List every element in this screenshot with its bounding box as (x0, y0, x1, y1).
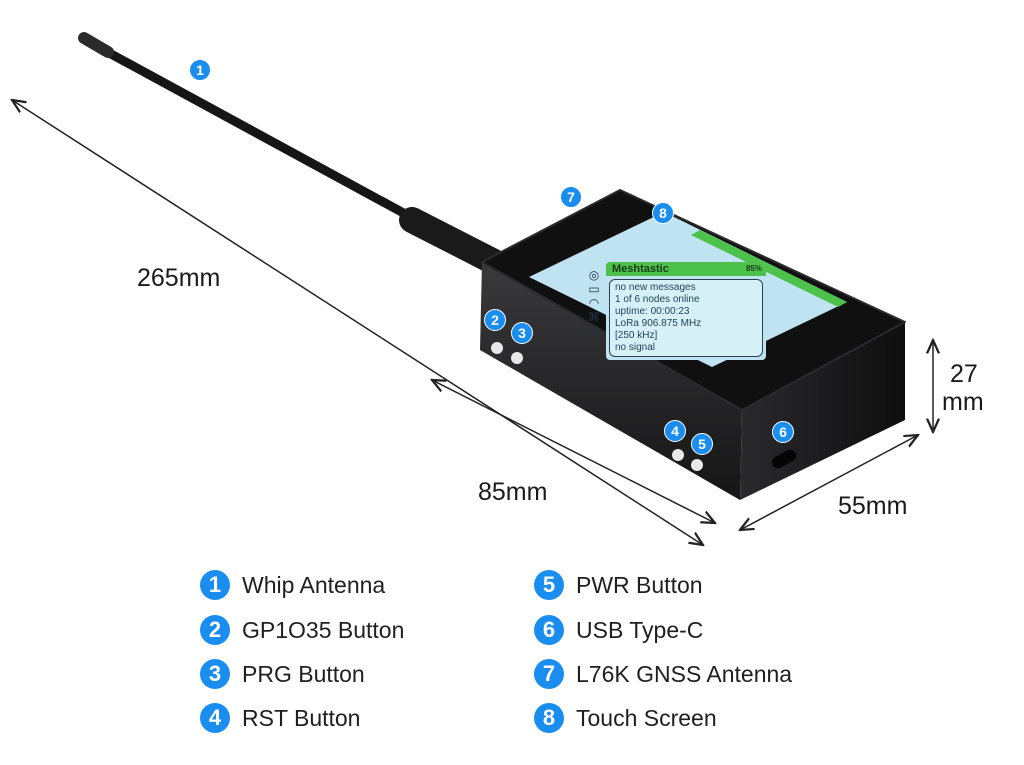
legend-label: PRG Button (242, 660, 365, 687)
dimension-85: 85mm (478, 478, 548, 506)
messages-icon[interactable]: ◠ (588, 296, 600, 310)
lora-bandwidth: [250 kHz] (615, 330, 658, 341)
legend-number: 8 (534, 703, 564, 733)
dimension-line-55 (740, 435, 918, 530)
legend-label: Whip Antenna (242, 571, 386, 598)
legend-label: L76K GNSS Antenna (576, 660, 793, 687)
whip-antenna (78, 32, 513, 278)
legend-number: 2 (200, 615, 230, 645)
legend-label: USB Type-C (576, 616, 704, 643)
status-panel: no new messages 1 of 6 nodes online upti… (609, 279, 763, 357)
legend-item: 5 PWR Button (534, 570, 703, 600)
legend-item: 7 L76K GNSS Antenna (534, 659, 792, 689)
callout-6: 6 (772, 421, 794, 443)
legend-label: RST Button (242, 704, 361, 731)
nodes-icon[interactable]: ▭ (588, 282, 600, 296)
lcd-header-strip (691, 230, 847, 307)
gpio35-button (491, 342, 503, 354)
legend-number: 1 (200, 570, 230, 600)
callout-1: 1 (189, 59, 211, 81)
rst-button (672, 449, 684, 461)
map-icon[interactable]: ⌘ (588, 310, 600, 324)
home-icon[interactable]: ◎ (588, 268, 600, 282)
legend-label: Touch Screen (576, 704, 717, 731)
dimension-265: 265mm (137, 264, 221, 292)
dimension-27-unit: mm (942, 388, 984, 416)
legend-item: 3 PRG Button (200, 659, 365, 689)
dimension-line-85 (432, 380, 715, 523)
screen-tab-bar: ◎ ▭ ◠ ⌘ ☰ (586, 268, 602, 338)
legend-number: 5 (534, 570, 564, 600)
signal-status: no signal (615, 342, 656, 353)
prg-button (511, 352, 523, 364)
callout-4: 4 (664, 420, 686, 442)
callout-2: 2 (484, 309, 506, 331)
legend-number: 4 (200, 703, 230, 733)
callout-3: 3 (511, 322, 533, 344)
dimension-55: 55mm (838, 492, 908, 520)
legend-item: 1 Whip Antenna (200, 570, 385, 600)
callout-8: 8 (652, 202, 674, 224)
battery-level: 85% (745, 264, 762, 273)
legend-label: PWR Button (576, 571, 703, 598)
legend-number: 7 (534, 659, 564, 689)
callout-7: 7 (560, 186, 582, 208)
dimension-27-value: 27 (950, 360, 978, 388)
legend-item: 2 GP1O35 Button (200, 615, 404, 645)
callout-5: 5 (691, 433, 713, 455)
legend-number: 3 (200, 659, 230, 689)
nodes-status: 1 of 6 nodes online (615, 294, 700, 305)
screen-header: Meshtastic 85% (606, 262, 766, 276)
usb-c-port (771, 449, 797, 469)
settings-icon[interactable]: ☰ (588, 324, 600, 338)
legend-item: 8 Touch Screen (534, 703, 717, 733)
legend-item: 6 USB Type-C (534, 615, 703, 645)
pwr-button (691, 459, 703, 471)
uptime-status: uptime: 00:00:23 (615, 306, 690, 317)
legend-item: 4 RST Button (200, 703, 360, 733)
lora-frequency: LoRa 906.875 MHz (615, 318, 702, 329)
touch-screen: Meshtastic 85% no new messages 1 of 6 nod… (606, 262, 766, 360)
legend-number: 6 (534, 615, 564, 645)
messages-status: no new messages (615, 282, 696, 293)
screen-title: Meshtastic (612, 263, 669, 275)
legend-label: GP1O35 Button (242, 616, 405, 643)
